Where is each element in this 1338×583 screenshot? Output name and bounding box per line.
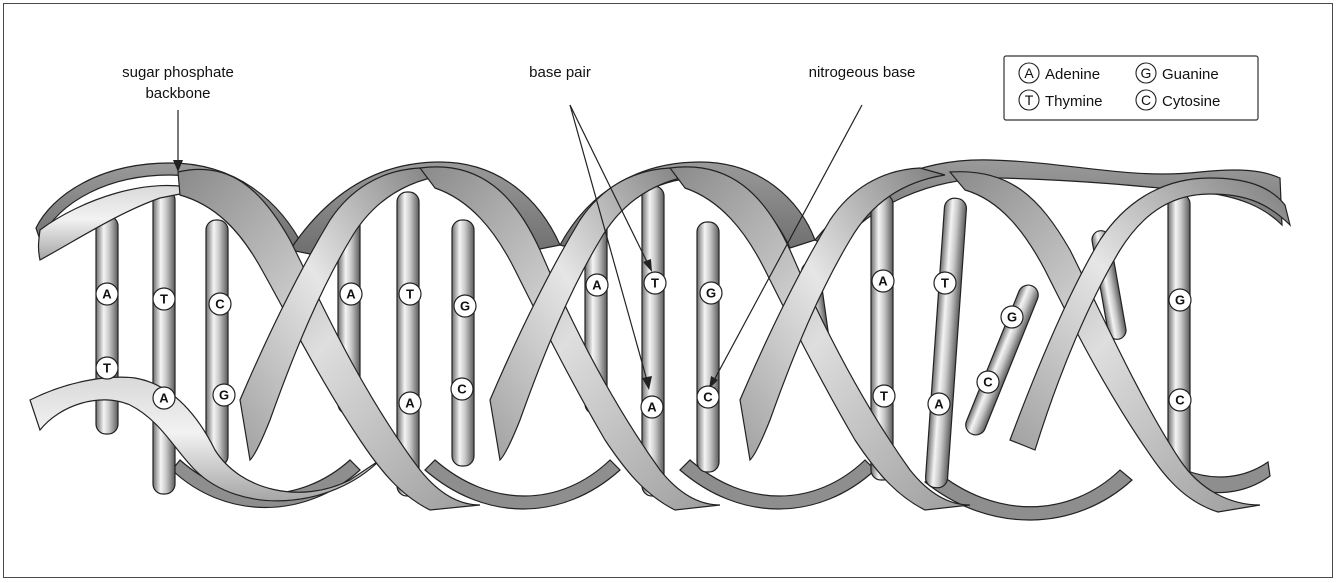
svg-text:C: C — [703, 390, 713, 405]
svg-text:A: A — [159, 391, 169, 406]
svg-text:A: A — [346, 287, 356, 302]
base-circle: C — [451, 378, 473, 400]
svg-text:T: T — [941, 276, 949, 291]
base-circle: T — [96, 357, 118, 379]
base-pair-label: base pair — [529, 64, 591, 81]
legend: A Adenine T Thymine G Guanine C Cytosine — [1004, 56, 1258, 120]
base-circle: A — [153, 387, 175, 409]
base-circle: A — [399, 392, 421, 414]
base-circle: G — [700, 282, 722, 304]
svg-text:A: A — [592, 278, 602, 293]
legend-item-adenine: A Adenine — [1019, 63, 1100, 83]
svg-text:T: T — [651, 276, 659, 291]
svg-text:A: A — [878, 274, 888, 289]
svg-text:Adenine: Adenine — [1045, 66, 1100, 83]
svg-text:Cytosine: Cytosine — [1162, 93, 1220, 110]
svg-text:T: T — [1025, 92, 1034, 108]
base-circle: C — [977, 371, 999, 393]
base-circle: T — [873, 385, 895, 407]
backbone-label-line1: sugar phosphate — [122, 64, 234, 81]
svg-text:G: G — [1141, 65, 1152, 81]
svg-text:G: G — [219, 388, 229, 403]
nitrogeous-base-label: nitrogeous base — [809, 64, 916, 81]
svg-text:G: G — [460, 299, 470, 314]
svg-text:A: A — [102, 287, 112, 302]
svg-text:C: C — [1141, 92, 1151, 108]
base-circle: G — [454, 295, 476, 317]
svg-text:Guanine: Guanine — [1162, 66, 1219, 83]
svg-text:A: A — [405, 396, 415, 411]
legend-item-cytosine: C Cytosine — [1136, 90, 1220, 110]
base-circle: T — [153, 288, 175, 310]
base-circle: A — [872, 270, 894, 292]
base-circle: G — [1169, 289, 1191, 311]
base-circle: G — [213, 384, 235, 406]
svg-text:A: A — [1024, 65, 1034, 81]
base-circle: A — [928, 393, 950, 415]
annotation-labels: sugar phosphate backbone base pair nitro… — [122, 64, 915, 102]
svg-text:T: T — [160, 292, 168, 307]
base-circle: C — [209, 293, 231, 315]
svg-text:A: A — [934, 397, 944, 412]
base-circle: A — [641, 396, 663, 418]
svg-text:T: T — [406, 287, 414, 302]
svg-text:G: G — [706, 286, 716, 301]
svg-text:G: G — [1007, 310, 1017, 325]
base-circle: T — [644, 272, 666, 294]
svg-text:C: C — [983, 375, 993, 390]
legend-box — [1004, 56, 1258, 120]
legend-item-thymine: T Thymine — [1019, 90, 1103, 110]
svg-text:G: G — [1175, 293, 1185, 308]
base-circle: T — [399, 283, 421, 305]
svg-text:Thymine: Thymine — [1045, 93, 1103, 110]
svg-text:T: T — [880, 389, 888, 404]
base-circle: G — [1001, 306, 1023, 328]
base-circle: A — [96, 283, 118, 305]
svg-text:A: A — [647, 400, 657, 415]
legend-item-guanine: G Guanine — [1136, 63, 1219, 83]
svg-text:C: C — [1175, 393, 1185, 408]
backbone-label-line2: backbone — [145, 85, 210, 102]
svg-text:T: T — [103, 361, 111, 376]
base-circle: A — [340, 283, 362, 305]
svg-text:C: C — [215, 297, 225, 312]
svg-text:C: C — [457, 382, 467, 397]
base-circle: C — [697, 386, 719, 408]
base-circle: C — [1169, 389, 1191, 411]
base-circle: T — [934, 272, 956, 294]
base-circle: A — [586, 274, 608, 296]
